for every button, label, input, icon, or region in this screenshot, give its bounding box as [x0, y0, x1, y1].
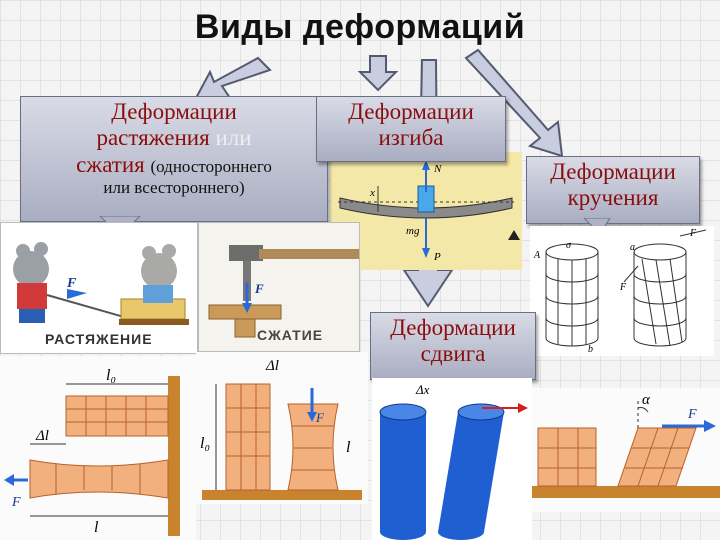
beam-mg-label: mg	[406, 225, 420, 237]
torsion-line2: кручения	[567, 185, 659, 211]
torsion-callout: Деформации кручения	[526, 156, 700, 224]
compression-blocks-diagram: l₀ Δl F l	[196, 352, 368, 504]
compression-force-label: F	[254, 281, 264, 296]
arrow-to-torsion	[464, 48, 564, 158]
arrow-to-bending	[357, 55, 399, 92]
shear-blocks-diagram: α F	[532, 388, 720, 512]
tension-compression-callout: Деформации растяжения или сжатия (одност…	[20, 96, 328, 222]
shear-line1: Деформации	[390, 315, 516, 340]
tension-delta-l-label: Δl	[35, 428, 49, 444]
bending-line2: изгиба	[378, 125, 444, 151]
page-title: Виды деформаций	[194, 8, 526, 46]
shear-cylinders-diagram: Δx	[372, 378, 532, 540]
beam-n-label: N	[433, 163, 442, 175]
tension-caption: РАСТЯЖЕНИЕ	[45, 331, 153, 347]
torsion-a2-label: a	[630, 242, 635, 253]
tension-l0-label: l₀	[106, 367, 116, 384]
torsion-force-label: F	[689, 228, 697, 239]
tension-block-force-label: F	[11, 495, 21, 510]
torsion-b-label: b	[588, 344, 593, 355]
tension-force-label: F	[66, 276, 77, 291]
tension-line1: Деформации	[111, 99, 237, 124]
tension-photo: F РАСТЯЖЕНИЕ	[0, 222, 198, 354]
bending-callout: Деформации изгиба	[316, 96, 506, 162]
bending-line1: Деформации	[348, 99, 474, 124]
compression-caption: СЖАТИЕ	[257, 327, 324, 343]
beam-p-label: P	[433, 251, 441, 263]
tension-word: растяжения	[96, 125, 210, 151]
tension-l-label: l	[94, 519, 99, 536]
compression-l0-label: l₀	[200, 435, 210, 452]
one-sided-text: (одностороннего	[150, 156, 272, 176]
or-word: или	[215, 125, 252, 151]
torsion-sigma-label: σ	[566, 240, 572, 251]
shear-alpha-label: α	[642, 392, 651, 408]
torsion-force2-label: F	[619, 282, 627, 293]
compression-word: сжатия	[76, 151, 145, 177]
bending-diagram: x mg N P	[330, 152, 522, 270]
tension-blocks-diagram: l₀ Δl l F	[0, 356, 196, 540]
torsion-line1: Деформации	[550, 159, 676, 184]
shear-callout: Деформации сдвига	[370, 312, 536, 380]
shear-force-label: F	[687, 407, 697, 422]
all-sided-text: или всестороннего)	[103, 178, 245, 198]
shear-line2: сдвига	[420, 341, 486, 367]
beam-x-label: x	[369, 187, 375, 199]
compression-delta-l-label: Δl	[265, 358, 279, 374]
torsion-a-label: A	[533, 250, 541, 261]
torsion-diagram: A σ b a F F	[530, 226, 714, 356]
compression-block-force-label: F	[315, 410, 325, 425]
compression-photo: F СЖАТИЕ	[198, 222, 360, 352]
shear-delta-x-label: Δx	[415, 382, 430, 397]
compression-l-label: l	[346, 439, 351, 456]
arrow-to-tension	[194, 56, 272, 99]
